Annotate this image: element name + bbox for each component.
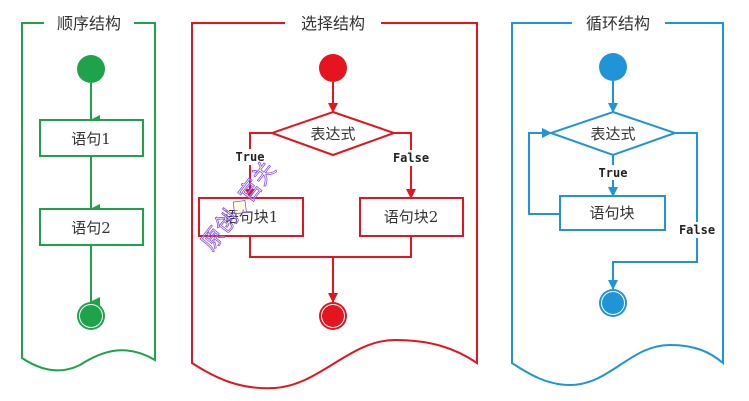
loop-true-label: True [599, 166, 628, 180]
loop-back-edge [528, 128, 560, 215]
loop-title: 循环结构 [586, 14, 650, 33]
loop-panel: 循环结构 表达式 True 语句块 False [511, 14, 724, 387]
selection-start-node [319, 54, 347, 82]
selection-false-block-label: 语句块2 [384, 208, 439, 226]
selection-true-branch [245, 132, 272, 199]
selection-condition-label: 表达式 [310, 125, 355, 143]
selection-true-block [198, 197, 304, 237]
loop-false-label: False [679, 223, 715, 237]
selection-condition-diamond [268, 110, 398, 157]
selection-panel: 选择结构 表达式 True False 语句块1 语句块2 [191, 14, 478, 390]
sequence-statement-2-label: 语句2 [71, 219, 111, 237]
sequence-statement-1-label: 语句1 [71, 130, 111, 148]
selection-panel-frame [191, 22, 478, 390]
loop-body-block-label: 语句块 [589, 204, 634, 222]
sequence-end-node [77, 302, 105, 330]
sequence-statement-1 [39, 119, 144, 157]
selection-true-label: True [236, 150, 265, 164]
sequence-statement-2 [39, 208, 144, 246]
loop-false-branch [608, 132, 698, 290]
selection-true-block-label: 语句块1 [224, 208, 279, 226]
selection-false-label: False [393, 151, 429, 165]
selection-false-block [359, 197, 464, 237]
selection-merge-line [249, 236, 412, 258]
selection-end-node [319, 302, 347, 330]
loop-panel-frame [511, 22, 724, 387]
sequence-start-node [77, 55, 105, 83]
sequence-title: 顺序结构 [57, 14, 121, 33]
loop-condition-label: 表达式 [590, 125, 635, 143]
selection-false-branch [394, 132, 416, 199]
sequence-panel: 顺序结构 语句1 语句2 [21, 14, 156, 372]
loop-start-node [599, 53, 627, 81]
selection-title: 选择结构 [301, 14, 365, 33]
loop-body-block [559, 195, 666, 231]
loop-end-node [599, 289, 627, 317]
sequence-panel-frame [21, 22, 156, 372]
